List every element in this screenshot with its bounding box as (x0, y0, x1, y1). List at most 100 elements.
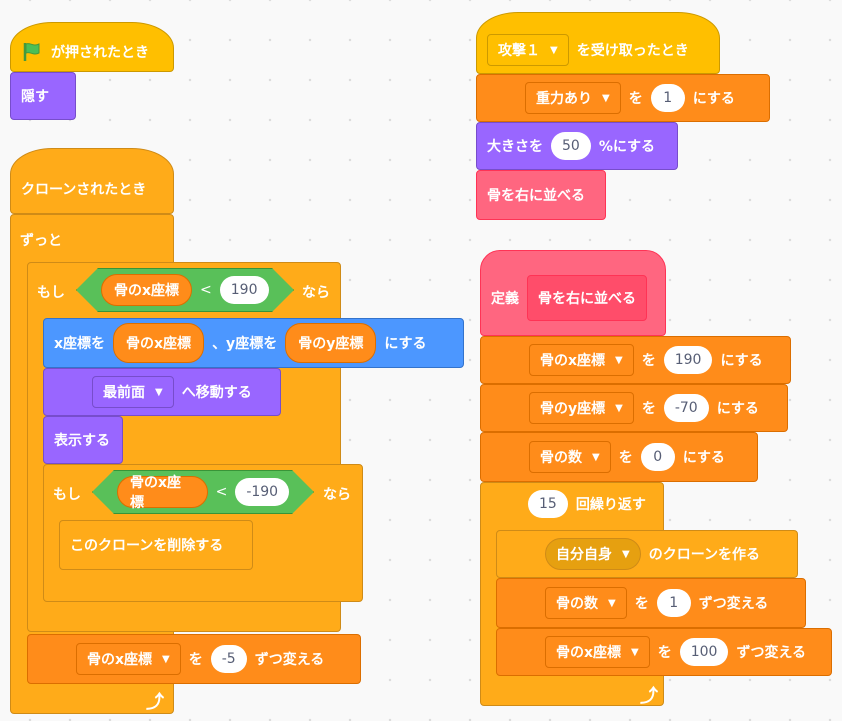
caret-down-icon: ▼ (615, 354, 623, 366)
dropdown-value: 自分自身 (556, 547, 612, 563)
dropdown-value: 骨のx座標 (87, 652, 153, 668)
value-input[interactable]: 0 (640, 443, 675, 471)
less-than-operator[interactable]: 骨のx座標 < -190 (92, 470, 314, 514)
then-label: なら (302, 285, 330, 301)
define-block-hat[interactable]: 定義 骨を右に並べる (480, 250, 666, 336)
to-label: を (628, 91, 643, 107)
reporter-label: 骨のx座標 (126, 336, 192, 352)
variable-dropdown[interactable]: 骨のx座標 ▼ (76, 643, 181, 675)
green-flag-icon (21, 41, 43, 63)
custom-block-call[interactable]: 骨を右に並べる (476, 170, 606, 220)
procedure-prototype[interactable]: 骨を右に並べる (527, 275, 647, 321)
set-variable-block[interactable]: 重力あり ▼ を 1 にする (476, 74, 770, 122)
caret-down-icon: ▼ (155, 386, 163, 398)
variable-dropdown[interactable]: 骨のx座標 ▼ (545, 636, 650, 668)
suffix-label: にする (682, 450, 725, 466)
caret-down-icon: ▼ (631, 646, 639, 658)
go-to-layer-block[interactable]: 最前面 ▼ へ移動する (43, 368, 281, 416)
value-input[interactable]: -70 (663, 394, 709, 422)
if-label: もし (37, 285, 65, 301)
y-label: 、y座標を (212, 336, 278, 352)
var-reporter-bone-y[interactable]: 骨のy座標 (285, 323, 377, 363)
create-clone-block[interactable]: 自分自身▼ のクローンを作る (496, 530, 798, 578)
if-label: もし (53, 487, 81, 503)
repeat-label: 回繰り返す (575, 497, 646, 513)
reporter-label: 骨のx座標 (130, 475, 182, 511)
caret-down-icon: ▼ (602, 92, 610, 104)
clone-target-dropdown[interactable]: 自分自身 ▼ (545, 538, 641, 570)
variable-dropdown[interactable]: 骨の数 ▼ (529, 441, 611, 473)
var-reporter-bone-x[interactable]: 骨のx座標 (101, 274, 192, 306)
repeat-count-input[interactable]: 15 (528, 490, 568, 518)
show-block[interactable]: 表示する (43, 416, 123, 464)
dropdown-value: 骨のx座標 (540, 353, 606, 369)
dropdown-value: 骨のx座標 (556, 645, 622, 661)
change-variable-block[interactable]: 骨のx座標▼ を -5 ずつ変える (27, 634, 361, 684)
operator-symbol: < (215, 484, 228, 500)
when-flag-clicked-hat[interactable]: が押されたとき (10, 22, 174, 72)
dropdown-value: 攻撃１ (498, 43, 540, 59)
dropdown-value: 骨の数 (556, 596, 598, 612)
set-variable-block[interactable]: 骨の数 ▼ を 0 にする (480, 432, 758, 482)
suffix-label: へ移動する (181, 385, 252, 401)
operator-symbol: < (200, 282, 212, 298)
value-input[interactable]: 190 (663, 346, 713, 374)
delete-this-clone-block[interactable]: このクローンを削除する (59, 520, 253, 570)
caret-down-icon: ▼ (162, 653, 170, 665)
call-label: 骨を右に並べる (487, 188, 585, 204)
loop-arrow-icon: ⤴ (640, 686, 658, 707)
suffix-label: ずつ変える (254, 652, 325, 668)
hat-suffix: を受け取ったとき (576, 43, 689, 59)
value-input[interactable]: 1 (650, 84, 685, 112)
layer-dropdown[interactable]: 最前面 ▼ (92, 376, 174, 408)
change-variable-block[interactable]: 骨のx座標▼ を 100 ずつ変える (496, 628, 832, 676)
caret-down-icon: ▼ (622, 548, 630, 560)
value-input[interactable]: -190 (235, 478, 289, 506)
by-label: を (657, 645, 672, 661)
suffix-label: にする (692, 91, 735, 107)
change-variable-block[interactable]: 骨の数▼ を 1 ずつ変える (496, 578, 806, 628)
dropdown-value: 最前面 (103, 385, 145, 401)
dropdown-value: 骨のy座標 (540, 401, 606, 417)
value-input[interactable]: 50 (551, 132, 591, 160)
value-input[interactable]: 100 (679, 638, 729, 666)
variable-dropdown[interactable]: 骨の数 ▼ (545, 587, 627, 619)
suffix-label: にする (716, 401, 759, 417)
caret-down-icon: ▼ (592, 451, 600, 463)
dropdown-value: 骨の数 (540, 450, 582, 466)
show-label: 表示する (54, 433, 110, 449)
reporter-label: 骨のy座標 (298, 336, 364, 352)
hide-block[interactable]: 隠す (10, 72, 76, 120)
size-suffix: %にする (598, 139, 655, 155)
to-label: を (641, 353, 656, 369)
when-i-receive-hat[interactable]: 攻撃１▼ を受け取ったとき (476, 12, 720, 74)
repeat-row: 15 回繰り返す (528, 490, 646, 518)
forever-label: ずっと (20, 233, 62, 249)
then-label: なら (323, 487, 351, 503)
by-label: を (634, 596, 649, 612)
message-dropdown[interactable]: 攻撃１▼ (487, 34, 569, 66)
to-label: を (641, 401, 656, 417)
caret-down-icon: ▼ (615, 402, 623, 414)
suffix-label: にする (384, 336, 427, 352)
go-to-xy-block[interactable]: x座標を 骨のx座標 、y座標を 骨のy座標 にする (43, 318, 464, 368)
caret-down-icon: ▼ (608, 597, 616, 609)
less-than-operator[interactable]: 骨のx座標 < 190 (76, 268, 294, 312)
variable-dropdown[interactable]: 骨のx座標 ▼ (529, 344, 634, 376)
value-input[interactable]: 1 (656, 589, 691, 617)
set-variable-block[interactable]: 骨のx座標▼ を 190 にする (480, 336, 791, 384)
x-label: x座標を (54, 336, 106, 352)
variable-dropdown[interactable]: 骨のy座標 ▼ (529, 392, 634, 424)
var-reporter-bone-x[interactable]: 骨のx座標 (113, 323, 205, 363)
when-cloned-hat[interactable]: クローンされたとき (10, 148, 174, 214)
value-input[interactable]: -5 (210, 645, 247, 673)
set-size-block[interactable]: 大きさを 50 %にする (476, 122, 678, 170)
var-reporter-bone-x[interactable]: 骨のx座標 (117, 476, 208, 508)
value-input[interactable]: 190 (220, 276, 269, 304)
variable-dropdown[interactable]: 重力あり ▼ (525, 82, 621, 114)
dropdown-value: 重力あり (536, 91, 592, 107)
set-variable-block[interactable]: 骨のy座標 ▼ を -70 にする (480, 384, 788, 432)
to-label: を (618, 450, 633, 466)
hat-label: が押されたとき (51, 45, 149, 61)
delete-clone-label: このクローンを削除する (70, 538, 224, 554)
